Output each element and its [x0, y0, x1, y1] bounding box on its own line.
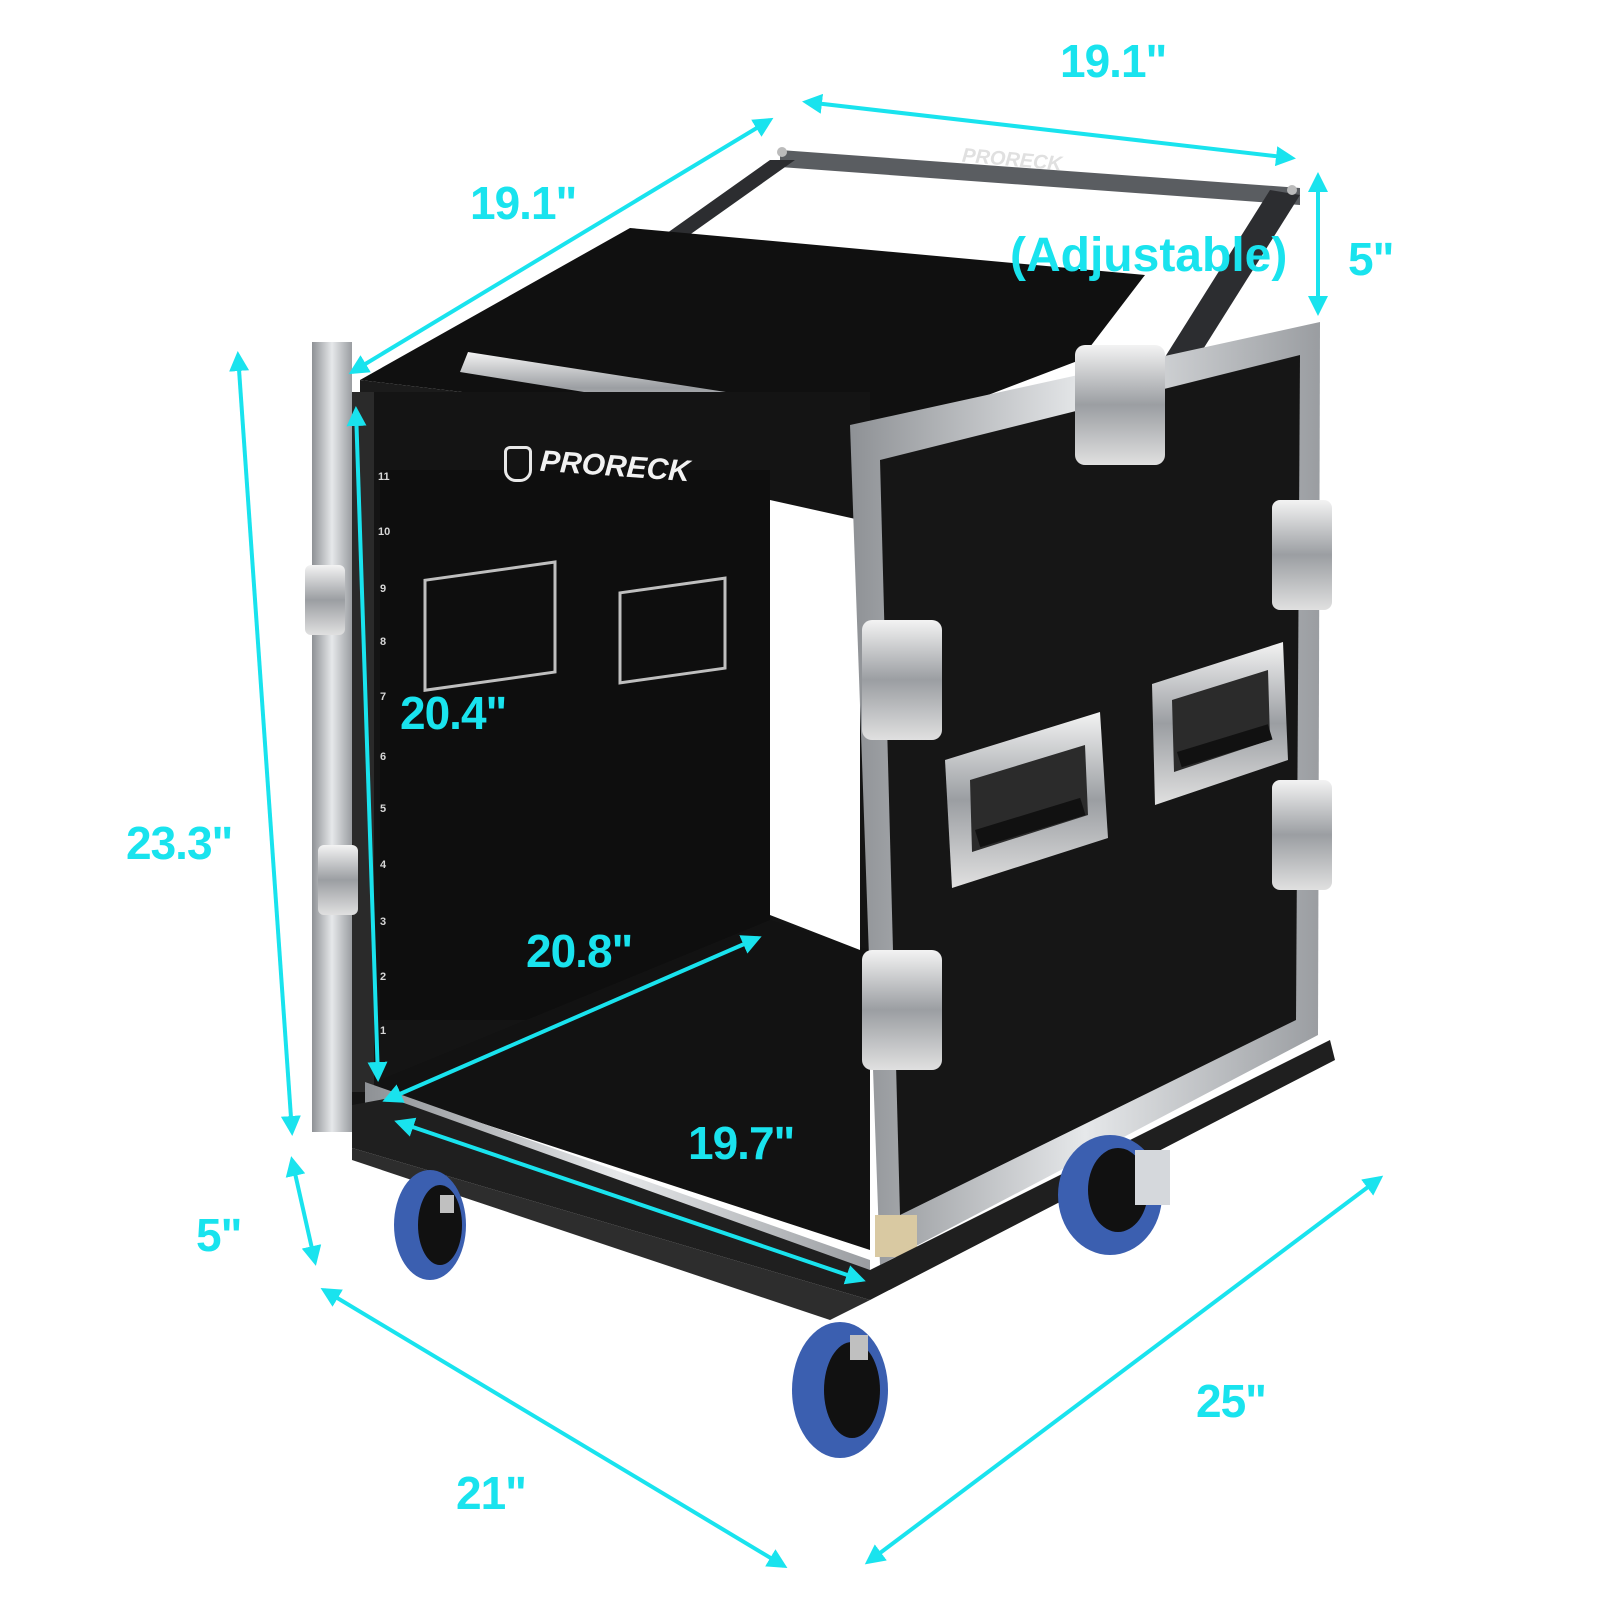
svg-text:11: 11: [378, 471, 390, 483]
caster-front-left: [394, 1170, 466, 1280]
side-handle-left: [945, 712, 1108, 888]
label-top-depth: 19.1": [470, 177, 577, 229]
label-adjustable-note: (Adjustable): [1010, 229, 1288, 282]
shield-logo-icon: [504, 446, 532, 482]
caster-front-right: [792, 1322, 888, 1458]
side-handle-right: [1152, 642, 1288, 805]
svg-text:9: 9: [380, 583, 386, 595]
label-base-width: 21": [456, 1467, 527, 1519]
label-overall-height: 23.3": [126, 817, 233, 869]
arrow-base-depth: [864, 1175, 1384, 1565]
arrow-base-width: [320, 1287, 788, 1569]
dimension-arrows: [229, 93, 1384, 1569]
label-rack-height: 20.4": [400, 687, 507, 739]
svg-text:2: 2: [380, 971, 386, 983]
svg-text:3: 3: [380, 916, 386, 928]
label-top-bar-width: 19.1": [1060, 35, 1167, 87]
arrow-top-bar-width: [802, 93, 1296, 167]
label-rack-inner-width: 19.7": [688, 1117, 795, 1169]
arrow-caster-height: [285, 1156, 322, 1266]
label-caster-height: 5": [196, 1209, 242, 1261]
svg-text:6: 6: [380, 751, 386, 763]
svg-text:7: 7: [380, 691, 386, 703]
label-rack-depth: 20.8": [526, 925, 633, 977]
arrow-overall-height: [229, 351, 301, 1136]
svg-text:4: 4: [380, 859, 387, 871]
arrow-rack-inner-width: [394, 1117, 866, 1285]
side-panel: [305, 322, 1332, 1265]
caster-rear-right: [1058, 1135, 1170, 1255]
svg-text:8: 8: [380, 636, 386, 648]
arrow-top-depth: [348, 117, 774, 375]
label-top-adjust-height: 5": [1348, 233, 1394, 285]
arrow-rack-height: [346, 406, 388, 1082]
butterfly-latches: [305, 345, 1332, 1070]
label-base-depth: 25": [1196, 1375, 1267, 1427]
svg-text:1: 1: [380, 1025, 386, 1037]
svg-text:10: 10: [378, 526, 390, 538]
svg-text:5: 5: [380, 803, 386, 815]
arrow-rack-depth: [382, 935, 762, 1103]
